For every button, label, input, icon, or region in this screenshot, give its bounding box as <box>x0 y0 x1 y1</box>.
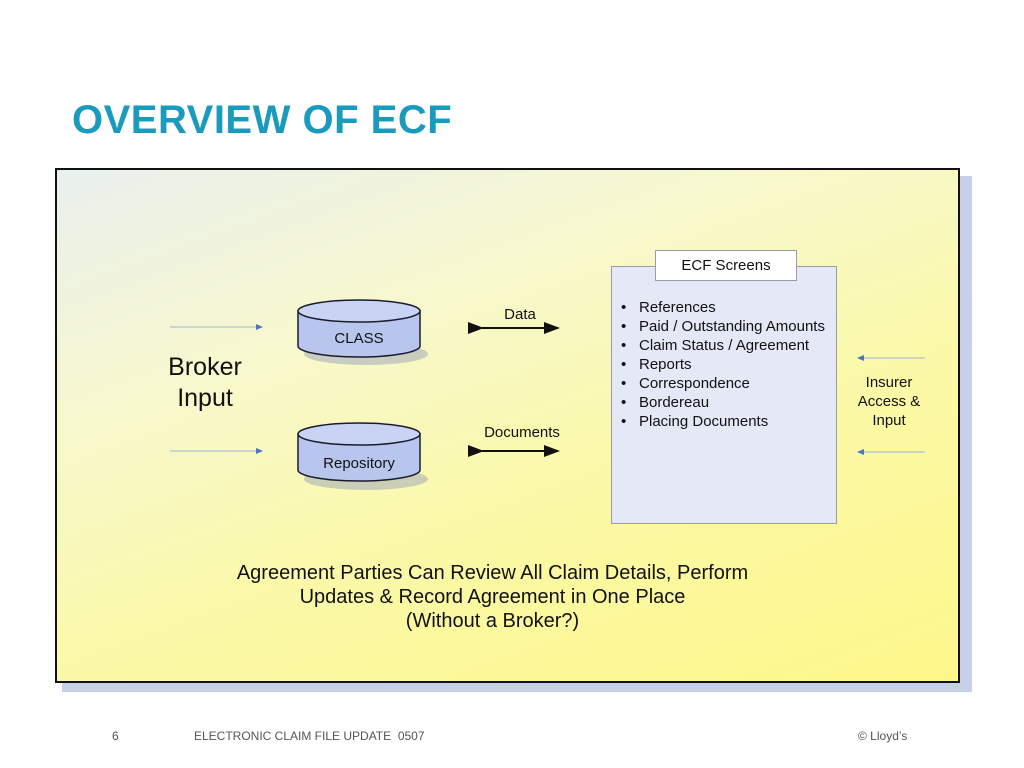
summary-line: (Without a Broker?) <box>405 610 580 632</box>
summary-line: Updates & Record Agreement in One Place <box>299 586 686 608</box>
broker-label-line: Input <box>177 384 233 412</box>
list-item: References <box>620 298 830 317</box>
copyright: © Lloyd’s <box>858 729 908 743</box>
summary-line: Agreement Parties Can Review All Claim D… <box>236 562 749 584</box>
list-item: Bordereau <box>620 393 830 412</box>
page-number: 6 <box>112 729 119 743</box>
ecf-screens-list: References Paid / Outstanding Amounts Cl… <box>620 298 830 431</box>
list-item: Paid / Outstanding Amounts <box>620 317 830 336</box>
broker-label-line: Broker <box>168 353 242 381</box>
insurer-access-label: Insurer Access & Input <box>836 373 942 430</box>
insurer-label-line: Access & <box>857 393 921 410</box>
list-item: Placing Documents <box>620 412 830 431</box>
broker-input-label: Broker Input <box>140 352 270 414</box>
insurer-label-line: Insurer <box>865 374 913 391</box>
list-item: Reports <box>620 355 830 374</box>
data-flow-label: Data <box>504 306 536 323</box>
repository-label: Repository <box>323 455 395 472</box>
ecf-screens-title: ECF Screens <box>655 250 797 281</box>
repository-database-icon <box>297 422 428 490</box>
documents-flow-label: Documents <box>484 424 560 441</box>
class-label: CLASS <box>334 330 384 347</box>
summary-text: Agreement Parties Can Review All Claim D… <box>130 561 855 633</box>
list-item: Claim Status / Agreement <box>620 336 830 355</box>
class-database-icon <box>297 299 428 365</box>
insurer-label-line: Input <box>872 412 906 429</box>
footer-title: ELECTRONIC CLAIM FILE UPDATE 0507 <box>194 729 425 743</box>
slide-title: OVERVIEW OF ECF <box>72 98 453 142</box>
list-item: Correspondence <box>620 374 830 393</box>
